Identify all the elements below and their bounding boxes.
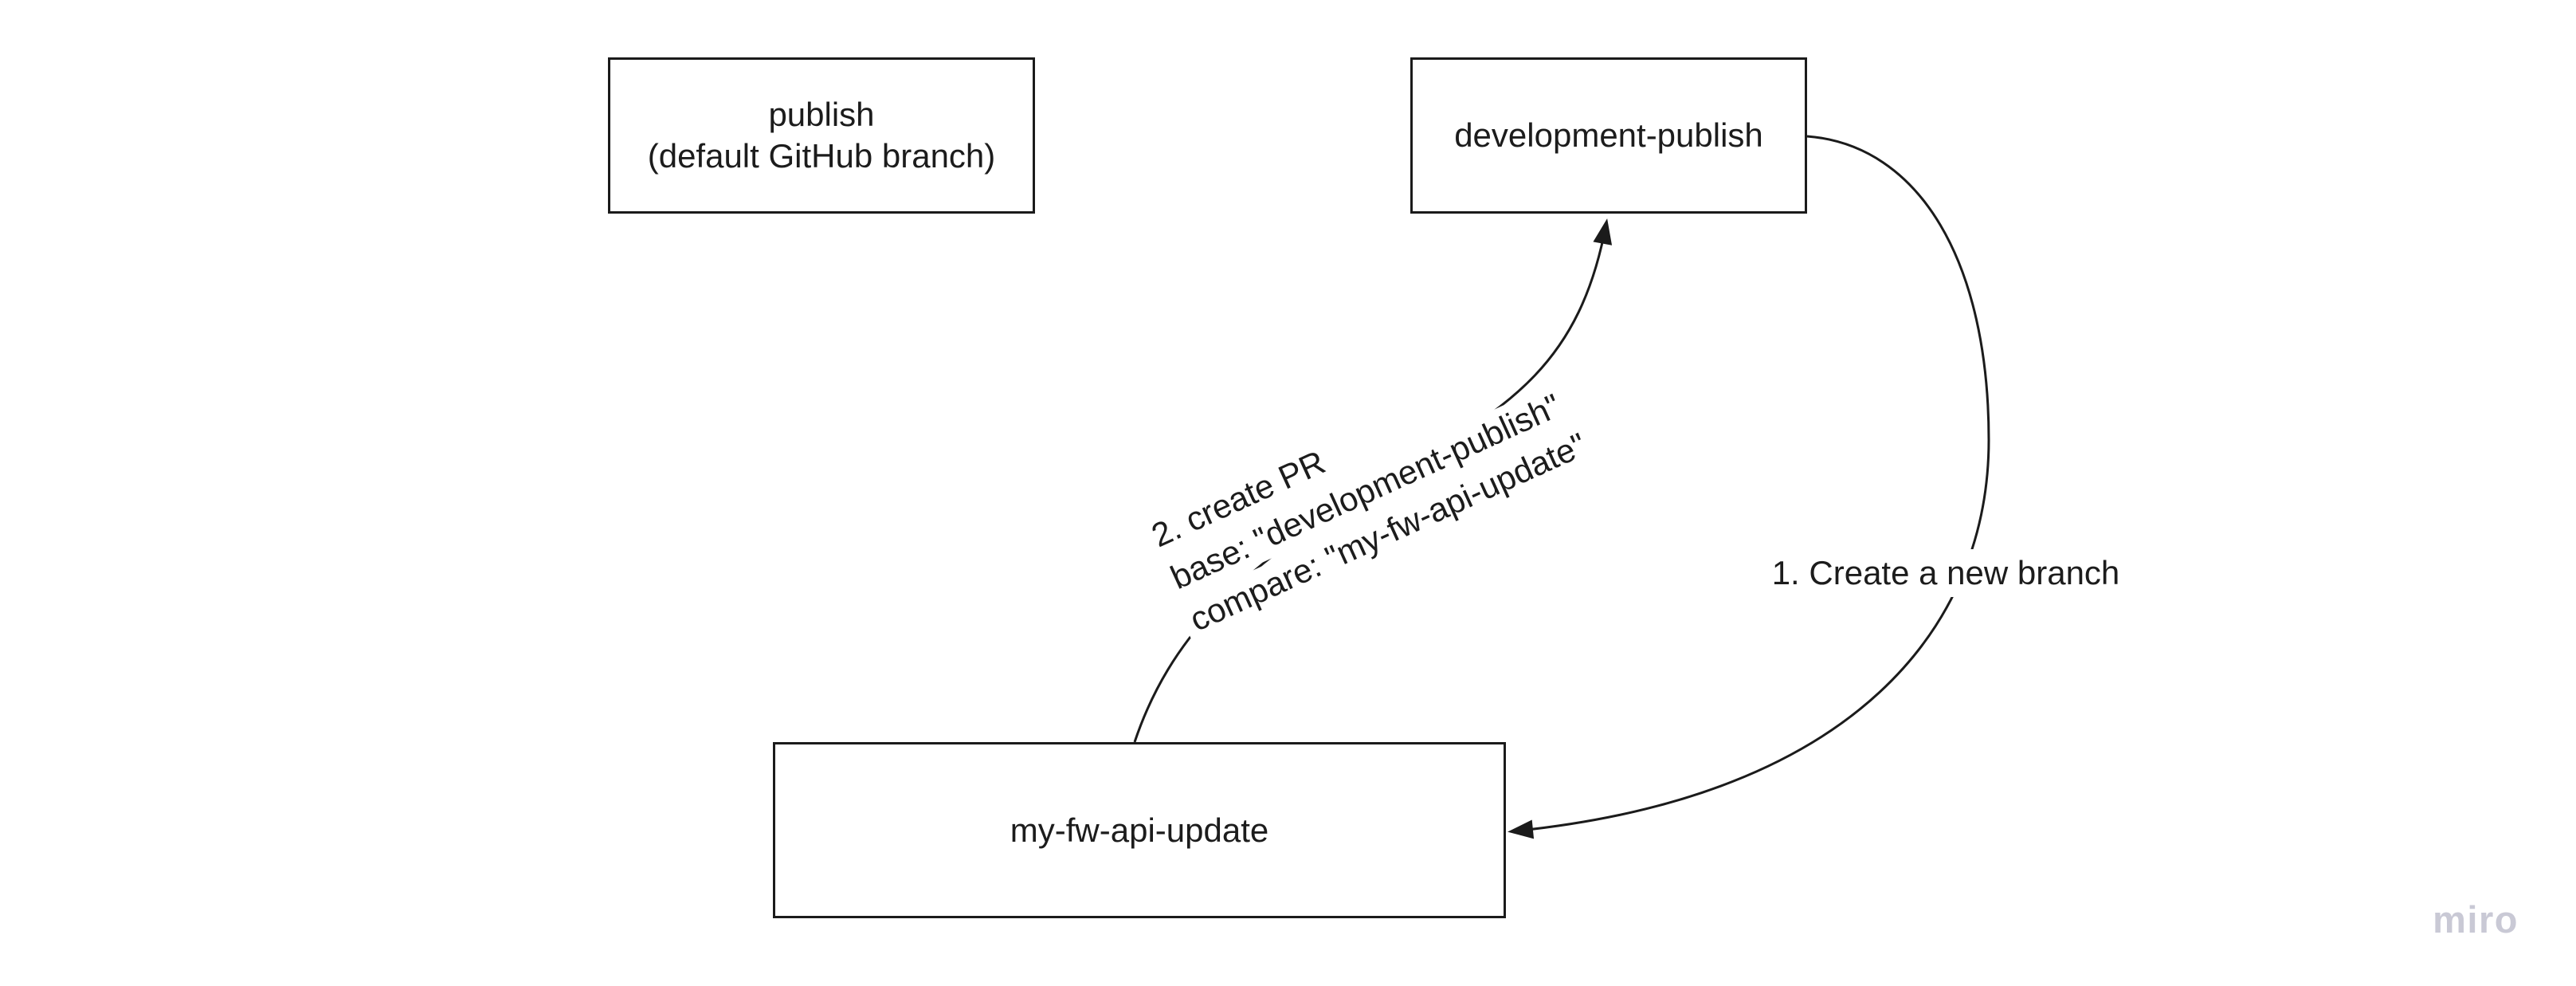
node-my-fw-api-update-label: my-fw-api-update — [1010, 811, 1269, 849]
node-development-publish-label: development-publish — [1454, 116, 1763, 154]
node-development-publish[interactable]: development-publish — [1410, 57, 1807, 214]
miro-watermark: miro — [2433, 898, 2519, 941]
node-publish[interactable]: publish (default GitHub branch) — [608, 57, 1035, 214]
node-publish-label-line2: (default GitHub branch) — [647, 137, 996, 175]
node-publish-label: publish (default GitHub branch) — [648, 94, 996, 177]
node-publish-label-line1: publish — [768, 96, 875, 133]
connector-label-create-branch-text: 1. Create a new branch — [1771, 554, 2120, 591]
node-my-fw-api-update[interactable]: my-fw-api-update — [773, 742, 1506, 918]
connector-create-branch-curve[interactable] — [1508, 135, 1990, 839]
connector-label-create-branch: 1. Create a new branch — [1759, 549, 2133, 597]
